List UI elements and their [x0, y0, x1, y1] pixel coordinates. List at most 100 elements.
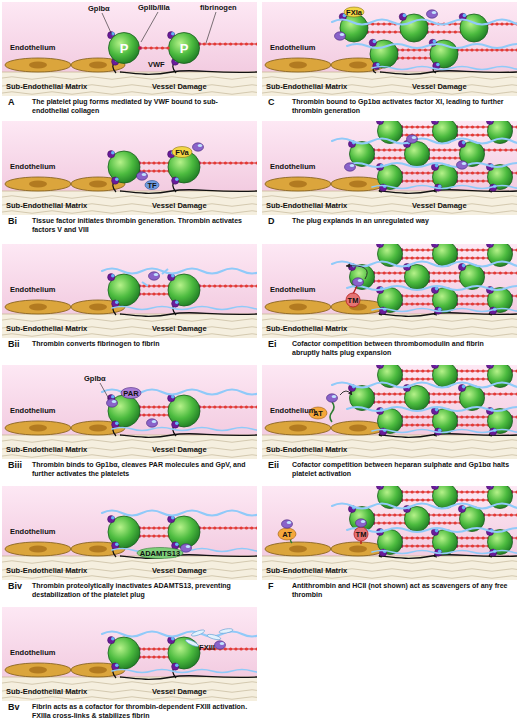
fibrinogen-bead	[442, 30, 445, 33]
fibrinogen-bead	[147, 292, 150, 295]
panel-caption-text: Thrombin converts fibrinogen to fibrin	[32, 340, 253, 349]
fibrinogen-bead	[405, 294, 408, 297]
fibrinogen-bead	[427, 294, 430, 297]
fibrinogen-bead	[438, 148, 441, 151]
fibrinogen-bead	[162, 534, 165, 537]
gpib-domain	[435, 244, 439, 245]
part-label: Vessel Damage	[152, 82, 207, 91]
fibrinogen-bead	[371, 30, 374, 33]
panel-caption: BiiThrombin converts fibrinogen to fibri…	[2, 338, 257, 349]
fibrinogen-bead	[460, 423, 463, 426]
integrin-marker	[139, 47, 142, 50]
fibrinogen-bead	[401, 56, 404, 59]
panel-letter: F	[268, 582, 292, 591]
fibrinogen-bead	[460, 415, 463, 418]
fibrinogen-bead	[240, 526, 243, 529]
fibrinogen-bead	[460, 248, 463, 251]
fibrinogen-bead	[416, 369, 419, 372]
gpib-domain	[373, 40, 377, 44]
collagen-fibre	[2, 440, 257, 443]
collagen-fibre	[262, 211, 517, 214]
fibrinogen-bead	[393, 392, 396, 395]
fibrinogen-bead	[460, 544, 463, 547]
panel-picture	[2, 365, 257, 459]
fibrinogen-bead	[443, 392, 446, 395]
gpib-domain	[435, 164, 439, 168]
gpib-receptor	[431, 244, 438, 248]
leader-line	[102, 13, 112, 35]
part-label: PAR	[123, 389, 138, 398]
fibrinogen-bead	[213, 526, 216, 529]
fibrinogen-bead	[383, 400, 386, 403]
collagen-fibre	[2, 448, 257, 451]
panel-caption: EiCofactor competition between thrombomo…	[262, 338, 517, 357]
fibrinogen-bead	[471, 536, 474, 539]
fibrinogen-bead	[162, 405, 165, 408]
fibrinogen-bead	[471, 544, 474, 547]
fibrinogen-bead	[465, 48, 468, 51]
gpib-domain	[438, 549, 442, 553]
fibrinogen-bead	[416, 171, 419, 174]
panel-illustration	[2, 365, 257, 459]
gpib-domain	[175, 300, 179, 304]
gpib-receptor	[108, 151, 115, 158]
fibrinogen-bead	[482, 423, 485, 426]
gpib-domain	[171, 32, 175, 36]
gpib-receptor	[108, 516, 115, 523]
fibrinogen-bead	[466, 377, 469, 380]
fibrinogen-bead	[405, 125, 408, 128]
fibrinogen-bead	[504, 513, 507, 516]
fibrinogen-strand	[199, 407, 257, 408]
fibrinogen-bead	[480, 48, 483, 51]
fibrinogen-bead	[471, 369, 474, 372]
gpib-domain	[462, 141, 466, 145]
fibrinogen-bead	[482, 294, 485, 297]
fibrinogen-strand	[199, 649, 257, 650]
fibrinogen-bead	[476, 302, 479, 305]
fibrinogen-bead	[157, 405, 160, 408]
fibrinogen-bead	[405, 490, 408, 493]
collagen-fibre	[2, 576, 257, 579]
endothelial-cell	[265, 421, 331, 435]
part-label: Endothelium	[270, 285, 315, 294]
panel-picture	[2, 244, 257, 338]
fibrinogen-bead	[229, 42, 232, 45]
fibrinogen-bead	[421, 248, 424, 251]
fibrinogen-bead	[388, 30, 391, 33]
fibrinogen-bead	[448, 279, 451, 282]
fxiii-crosslink	[185, 638, 199, 648]
gpib-domain	[436, 63, 440, 67]
fibrinogen-bead	[454, 30, 457, 33]
fibrinogen-bead	[476, 415, 479, 418]
endothelial-cell	[5, 542, 71, 556]
fibrinogen-bead	[476, 248, 479, 251]
fibrinogen-bead	[142, 292, 145, 295]
fibrinogen-bead	[147, 534, 150, 537]
fibrinogen-bead	[147, 413, 150, 416]
panel-letter: A	[8, 98, 32, 107]
fibrinogen-bead	[495, 22, 498, 25]
fibrin-strand	[372, 67, 517, 70]
part-label: ADAMTS13	[140, 549, 180, 558]
thrombin-symbol	[407, 135, 418, 143]
fibrinogen-bead	[147, 647, 150, 650]
fibrinogen-bead	[224, 42, 227, 45]
fibrinogen-bead	[510, 271, 513, 274]
fibrinogen-bead	[401, 48, 404, 51]
fibrinogen-bead	[152, 413, 155, 416]
thrombin-exosite	[152, 420, 156, 423]
part-label: GpIbα	[88, 4, 110, 13]
fibrinogen-bead	[411, 369, 414, 372]
fibrinogen-bead	[466, 179, 469, 182]
fibrinogen-bead	[421, 536, 424, 539]
panel-illustration	[262, 244, 517, 338]
gpib-receptor	[431, 163, 438, 170]
fibrinogen-bead	[500, 22, 503, 25]
panel-caption-text: Thrombin bound to Gp1bα activates factor…	[292, 98, 513, 115]
thrombin-exosite	[186, 545, 190, 548]
fibrinogen-bead	[162, 292, 165, 295]
fibrinogen-bead	[250, 42, 253, 45]
fibrinogen-bead	[460, 125, 463, 128]
fibrinogen-bead	[229, 647, 232, 650]
fibrinogen-bead	[377, 279, 380, 282]
